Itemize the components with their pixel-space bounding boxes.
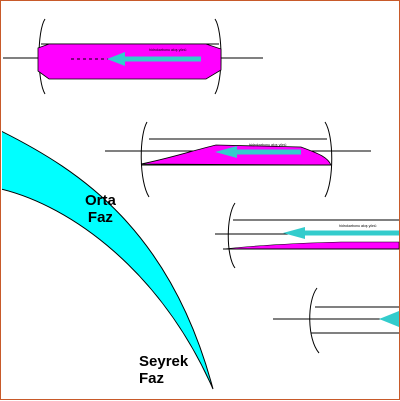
flow-direction-label: hidrokarbonu akış yönü [339, 224, 376, 228]
pipe-panel-3: hidrokarbonu akış yönü [215, 202, 400, 269]
middle-phase-label-line1: Orta [85, 192, 116, 209]
flow-direction-label: hidrokarbonu akış yönü [149, 48, 186, 52]
pipe-left-wall [309, 287, 320, 354]
middle-phase-label: Orta Faz [85, 192, 116, 226]
pipe-right-wall [324, 121, 333, 198]
pipe-panel-1: hidrokarbonu akış yönü [3, 18, 263, 95]
flow-arrowhead [379, 311, 399, 327]
sparse-phase-label-line2: Faz [139, 370, 165, 387]
sparse-phase-label: Seyrek Faz [139, 353, 188, 387]
pipe-left-wall [227, 202, 236, 269]
flow-arrowhead [283, 227, 305, 239]
flow-direction-label: hidrokarbonu akış yönü [249, 143, 286, 147]
middle-phase-band [2, 130, 214, 390]
pipe-panel-2: hidrokarbonu akış yönü [105, 121, 371, 198]
pipe-panel-4 [273, 287, 399, 354]
flow-arrowhead [107, 52, 125, 66]
pipe-left-wall [140, 121, 150, 198]
sparse-phase-label-line1: Seyrek [139, 353, 189, 370]
liquid-layer [222, 241, 400, 250]
flow-arrowhead [215, 146, 237, 158]
middle-phase-label-line2: Faz [87, 209, 113, 226]
